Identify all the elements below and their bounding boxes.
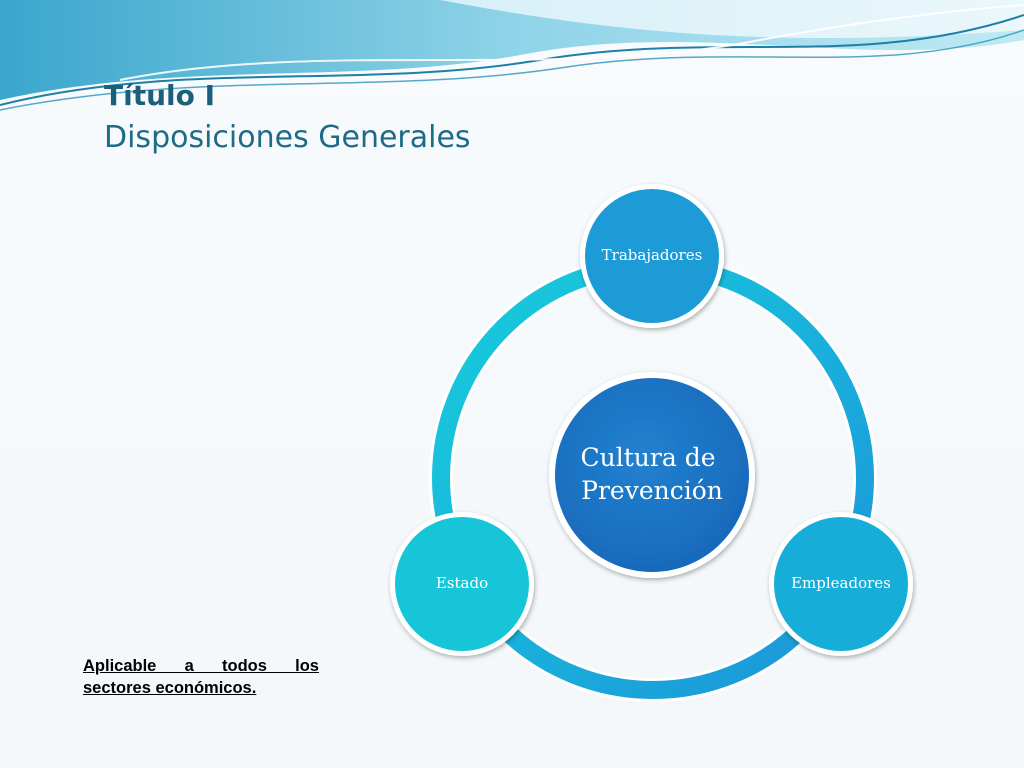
node-estado (390, 512, 534, 656)
slide-subtitle: Disposiciones Generales (104, 120, 471, 155)
node-empleadores (769, 512, 913, 656)
node-empleadores-label: Empleadores (791, 574, 891, 592)
footnote-text: Aplicable a todos los sectores económico… (83, 657, 319, 697)
center-label-line-2: Prevención (581, 476, 723, 505)
node-trabajadores (580, 184, 724, 328)
node-estado-label: Estado (436, 574, 488, 592)
wave-line-3 (119, 4, 1024, 81)
wave-line-2 (0, 29, 1024, 111)
header-waves (0, 0, 1024, 111)
slide-title: Título I (104, 79, 216, 112)
wave-highlight (440, 0, 1024, 39)
center-node-label: Cultura de Prevención (581, 443, 724, 505)
title-block: Título I Disposiciones Generales (104, 76, 471, 160)
center-node (549, 372, 755, 578)
center-label-line-1: Cultura de (581, 443, 716, 472)
node-trabajadores-label: Trabajadores (602, 246, 703, 264)
